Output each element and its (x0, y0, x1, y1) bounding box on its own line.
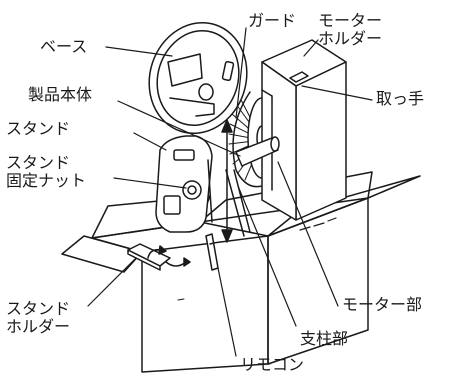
label-product-body: 製品本体 (28, 85, 93, 104)
label-handle: 取っ手 (376, 89, 425, 108)
label-stand-nut: スタンド 固定ナット (6, 153, 87, 190)
label-motor-holder: モーター ホルダー (318, 11, 383, 48)
stand (155, 135, 213, 233)
base-disc (148, 21, 248, 135)
label-motor-part: モーター部 (342, 295, 423, 314)
label-guard: ガード (248, 11, 297, 30)
cardboard-box (61, 171, 421, 373)
movement-arrows (147, 119, 233, 267)
box-flap-right (267, 175, 421, 237)
pole-shaft (225, 136, 280, 237)
box-flap-front-left (61, 235, 143, 273)
label-remote: リモコン (240, 355, 305, 374)
motor-holder-box (261, 39, 347, 221)
label-pole-part: 支柱部 (300, 329, 349, 348)
label-stand-holder: スタンド ホルダー (6, 299, 71, 336)
label-base: ベース (40, 37, 88, 56)
remote (205, 233, 219, 271)
leader-lines (87, 27, 373, 357)
handle-slot (289, 71, 309, 83)
label-stand: スタンド (6, 119, 71, 138)
